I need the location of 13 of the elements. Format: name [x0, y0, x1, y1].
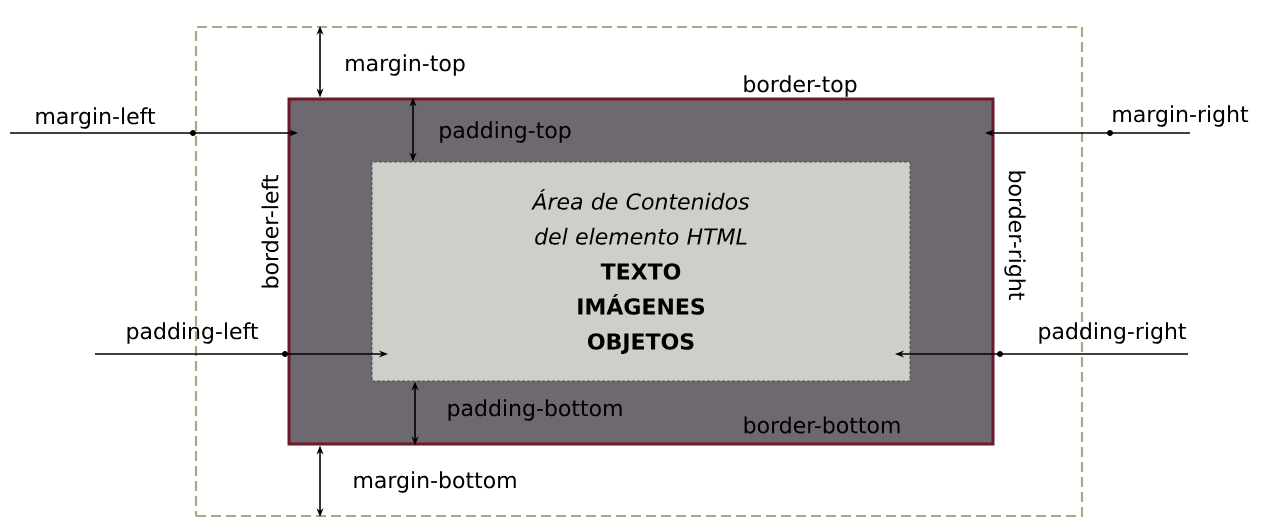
content-box: Área de Contenidos del elemento HTML TEXTO IMÁGENES OBJETOS — [371, 161, 911, 382]
dimension-label: margin-right — [1113, 105, 1249, 127]
edge-label: padding-top — [440, 121, 571, 143]
dimension-label: border-right — [1004, 171, 1026, 300]
dimension-label: border-top — [744, 75, 857, 97]
edge-label: margin-bottom — [354, 471, 516, 493]
dimension-label: padding-right — [1039, 322, 1187, 344]
dimension-label: margin-left — [36, 107, 156, 129]
dimension-label: border-left — [261, 175, 279, 288]
dimension-label: padding-left — [127, 322, 258, 344]
edge-label: padding-bottom — [448, 399, 622, 421]
edge-label: margin-top — [346, 54, 465, 76]
dimension-label: border-bottom — [744, 416, 900, 434]
